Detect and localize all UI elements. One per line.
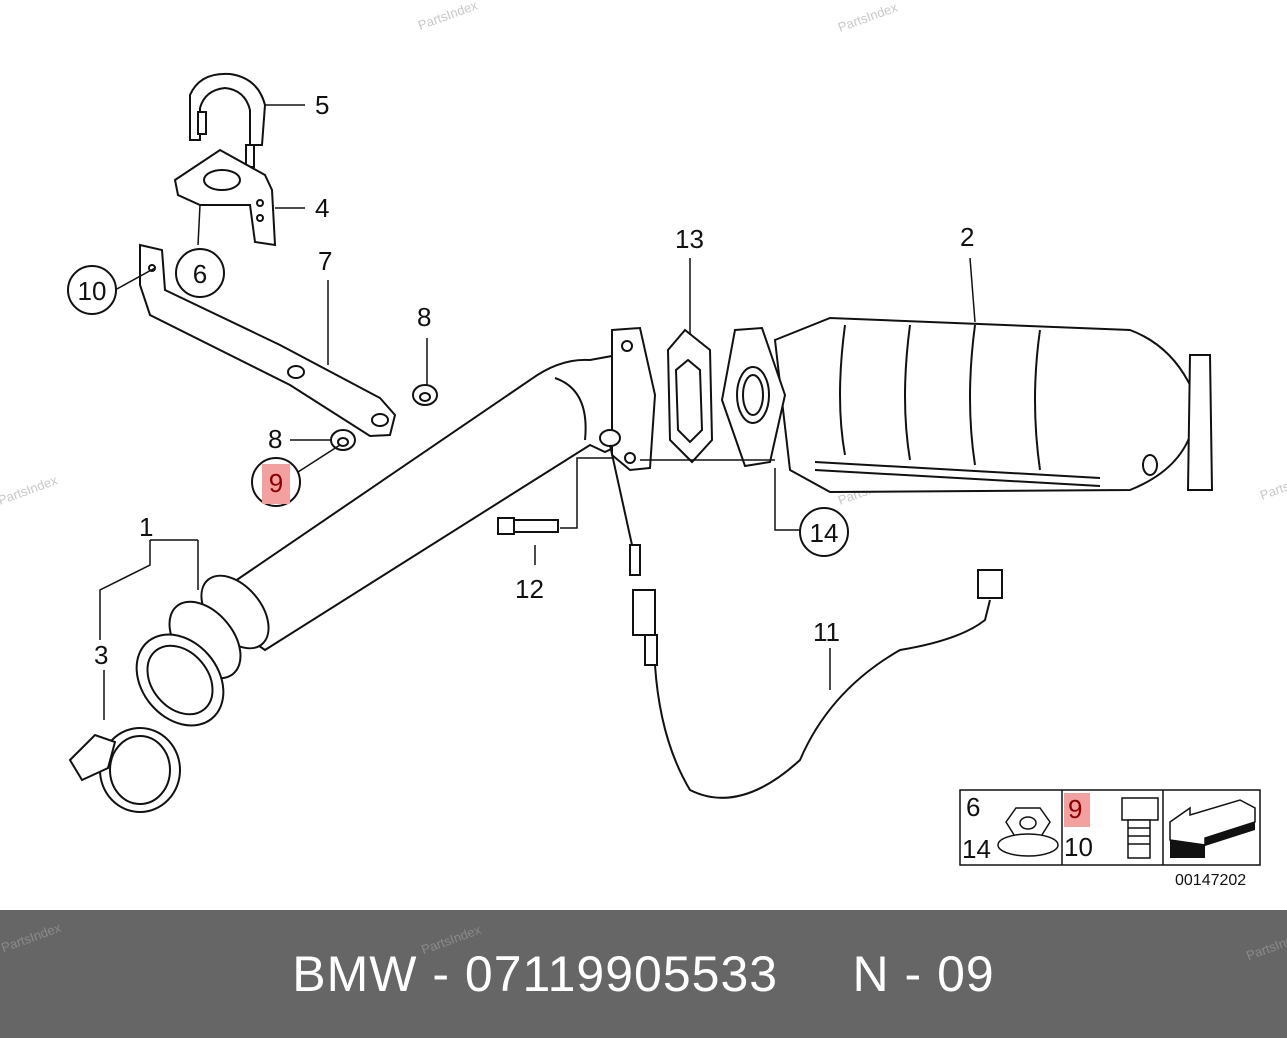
catalytic-converter-part xyxy=(720,316,1214,494)
callout-10-circle xyxy=(67,265,117,315)
legend-nut-label-bottom: 14 xyxy=(962,834,991,864)
nut-icon xyxy=(997,807,1059,857)
watermark: PartsIndex xyxy=(1244,927,1287,964)
callout-7[interactable]: 7 xyxy=(318,246,332,276)
callout-14-circle xyxy=(799,507,849,557)
watermark: PartsIndex xyxy=(1258,467,1287,503)
callout-1[interactable]: 1 xyxy=(139,512,153,542)
oxygen-sensor-part xyxy=(609,444,1003,799)
legend-bolt-label-bottom: 10 xyxy=(1064,832,1093,862)
clamp-bracket-part xyxy=(189,72,267,168)
exhaust-clamp-part xyxy=(68,727,181,813)
callout-5[interactable]: 5 xyxy=(315,90,329,120)
gasket-part xyxy=(666,328,714,464)
callout-14[interactable]: 14 xyxy=(810,518,839,548)
arrow-icon xyxy=(1169,799,1256,858)
watermark: PartsIndex xyxy=(0,472,60,508)
legend-nut-label-top: 6 xyxy=(966,792,980,822)
callout-4[interactable]: 4 xyxy=(315,193,329,223)
callout-9-highlight xyxy=(262,464,290,504)
callout-3[interactable]: 3 xyxy=(94,640,108,670)
callout-8[interactable]: 8 xyxy=(417,302,431,332)
leader-lines xyxy=(99,104,976,720)
callout-13[interactable]: 13 xyxy=(675,224,704,254)
hanger-part xyxy=(139,243,397,438)
callout-6[interactable]: 6 xyxy=(193,259,207,289)
callout-12[interactable]: 12 xyxy=(515,574,544,604)
bracket-part xyxy=(173,148,277,247)
part-number-footer: PartsIndex PartsIndex PartsIndex BMW - 0… xyxy=(0,910,1287,1038)
callout-10[interactable]: 10 xyxy=(78,276,107,306)
bolt-part xyxy=(497,517,559,535)
fastener-legend: 6 14 9 10 00147202 xyxy=(959,789,1261,889)
bolt-icon xyxy=(1121,797,1159,859)
callout-9[interactable]: 9 xyxy=(269,468,283,498)
callout-11[interactable]: 11 xyxy=(813,617,840,647)
exhaust-parts-diagram: PartsIndex PartsIndex PartsIndex PartsIn… xyxy=(0,0,1287,889)
part-number-title: BMW - 07119905533 N - 09 xyxy=(292,946,995,1002)
callout-8[interactable]: 8 xyxy=(268,424,282,454)
legend-bolt-highlight xyxy=(1064,793,1090,827)
watermark: PartsIndex xyxy=(836,0,900,35)
callout-2[interactable]: 2 xyxy=(960,222,974,252)
grommet-part xyxy=(330,384,438,451)
callout-6-circle xyxy=(175,248,225,298)
legend-bolt-label-top: 9 xyxy=(1068,794,1082,824)
diagram-number: 00147202 xyxy=(1175,872,1246,889)
front-pipe-part xyxy=(135,326,657,727)
watermark: PartsIndex xyxy=(416,0,480,33)
callouts: 5 4 6 10 7 8 8 9 1 3 12 13 2 14 11 xyxy=(67,90,974,670)
watermark: PartsIndex xyxy=(0,919,63,956)
